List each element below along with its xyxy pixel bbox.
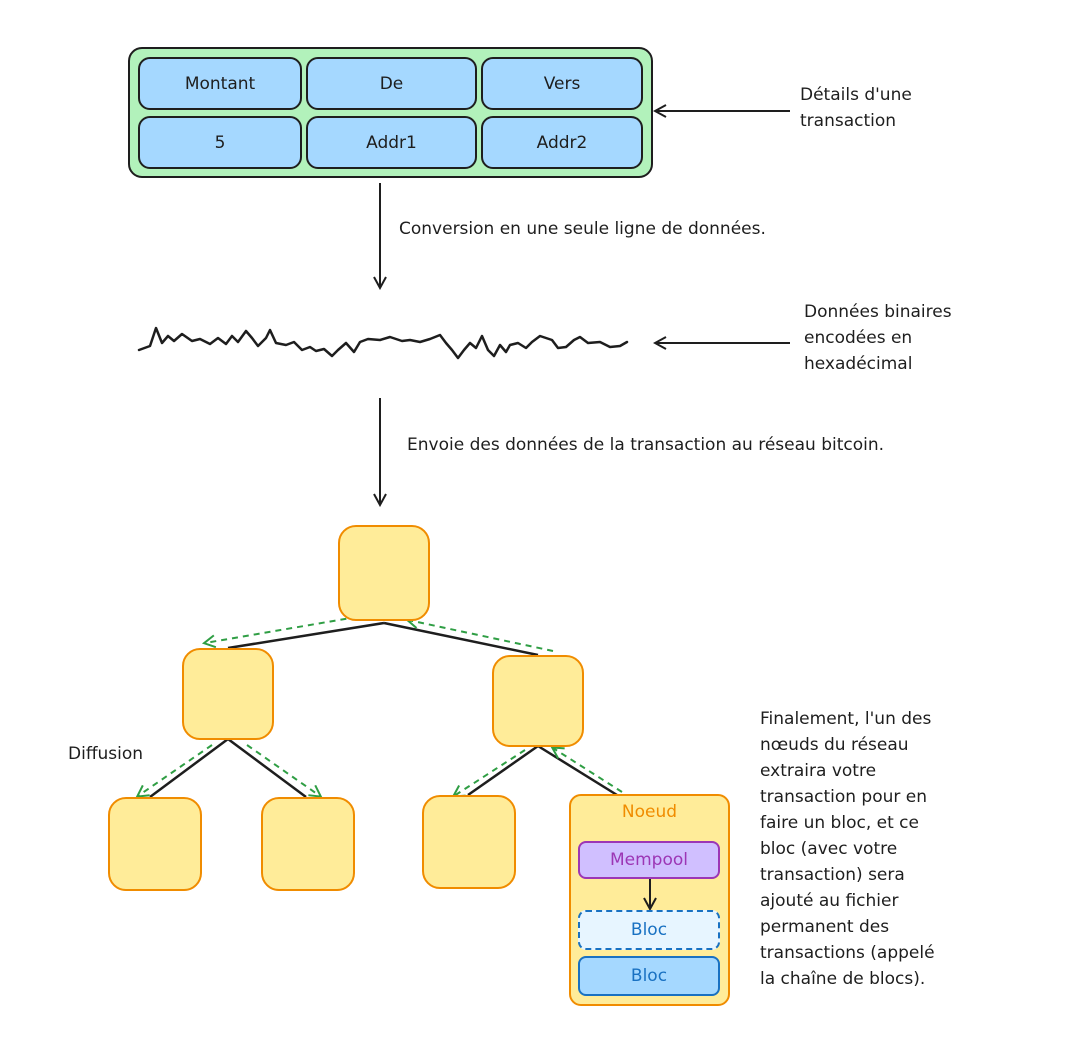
chain-bloc-box: Bloc: [578, 956, 720, 996]
network-node-right-left: [422, 795, 516, 889]
value-cell-from: Addr1: [306, 116, 477, 169]
diffusion-label: Diffusion: [68, 744, 144, 764]
network-node-left-right: [261, 797, 355, 891]
header-cell-from: De: [306, 57, 477, 110]
network-node-left-left: [108, 797, 202, 891]
value-cell-to: Addr2: [481, 116, 643, 169]
final-explanation: Finalement, l'un des nœuds du réseau ext…: [760, 709, 935, 989]
header-cell-to: Vers: [481, 57, 643, 110]
broadcast-arrows: [138, 614, 623, 796]
binary-label: Données binaires encodées en hexadécimal: [804, 302, 952, 374]
network-node-root: [338, 525, 430, 621]
pending-bloc-box: Bloc: [578, 910, 720, 950]
send-label: Envoie des données de la transaction au …: [407, 435, 885, 455]
header-cell-amount: Montant: [138, 57, 302, 110]
network-node-left: [182, 648, 274, 740]
hex-data-scribble: [137, 326, 629, 360]
details-label: Détails d'une transaction: [800, 85, 912, 131]
node-title: Noeud: [621, 802, 678, 822]
conversion-label: Conversion en une seule ligne de données…: [399, 219, 766, 239]
mempool-box: Mempool: [578, 841, 720, 879]
network-node-right: [492, 655, 584, 747]
value-cell-amount: 5: [138, 116, 302, 169]
